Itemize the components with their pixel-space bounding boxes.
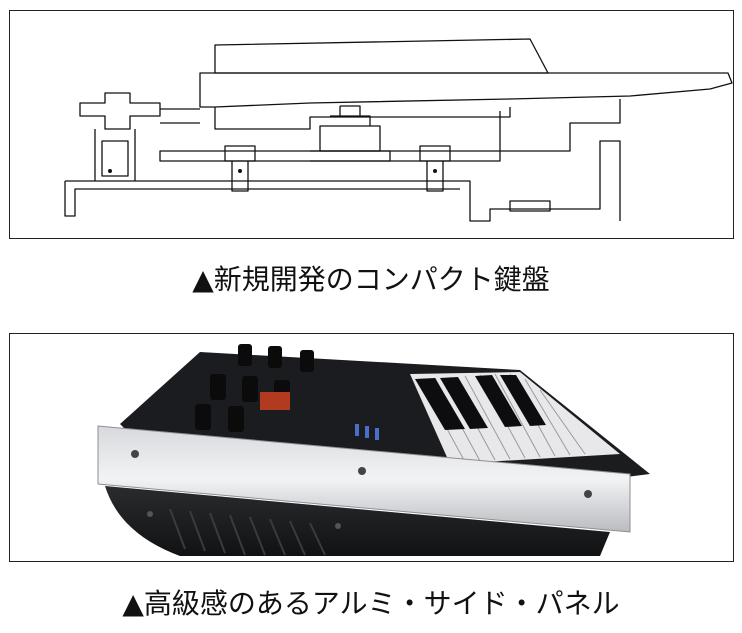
keybed-line-drawing bbox=[64, 38, 733, 222]
synth-photo-figure bbox=[9, 333, 734, 562]
keybed-drawing-figure bbox=[9, 10, 734, 239]
caption-aluminum-side-panel: ▲高級感のあるアルミ・サイド・パネル bbox=[122, 587, 620, 620]
caption-compact-keybed: ▲新規開発のコンパクト鍵盤 bbox=[192, 263, 550, 296]
synthesizer-photo bbox=[97, 344, 650, 556]
